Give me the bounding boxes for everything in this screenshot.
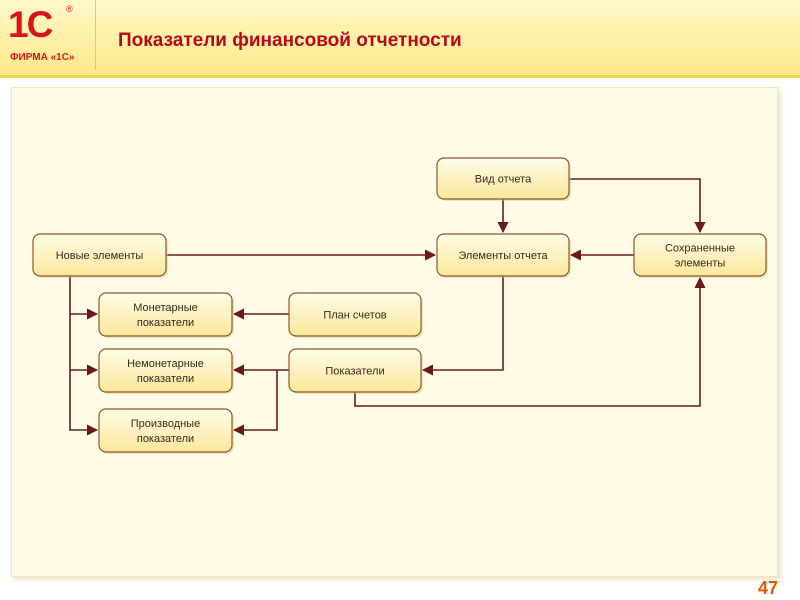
node-plan-schetov: План счетов xyxy=(288,292,423,338)
diagram-edges xyxy=(69,178,706,436)
node-label: Элементы отчета xyxy=(458,250,548,262)
node-label: Показатели xyxy=(325,366,384,378)
edge-vid-to-sohranennye xyxy=(569,178,706,234)
edge-novye-to-proizvodnye xyxy=(69,370,99,436)
edge-pokazateli-to-proizvodnye xyxy=(232,370,278,436)
node-elementy-otcheta: Элементы отчета xyxy=(436,233,571,278)
edge-pokazateli-to-sohranennye xyxy=(354,276,706,407)
node-label: Монетарные xyxy=(133,302,197,314)
node-label: Новые элементы xyxy=(56,250,144,262)
node-label: показатели xyxy=(137,373,194,385)
edge-elementy-to-pokazateli xyxy=(421,276,504,376)
node-label: План счетов xyxy=(323,310,386,322)
node-sohranennye-elementy: Сохраненные элементы xyxy=(633,233,768,278)
node-label: Производные xyxy=(131,418,200,430)
slide-header: 1С ® ФИРМА «1С» Показатели финансовой от… xyxy=(0,0,800,78)
node-label: элементы xyxy=(675,258,726,270)
logo-registered-mark: ® xyxy=(66,4,73,14)
slide-title: Показатели финансовой отчетности xyxy=(118,30,462,51)
node-label: Немонетарные xyxy=(127,358,204,370)
node-monetarnye: Монетарные показатели xyxy=(98,292,234,338)
node-vid-otcheta: Вид отчета xyxy=(436,157,571,201)
node-label: показатели xyxy=(137,433,194,445)
node-novye-elementy: Новые элементы xyxy=(32,233,168,278)
node-proizvodnye: Производные показатели xyxy=(98,408,234,454)
page-number: 47 xyxy=(758,578,779,598)
edge-novye-to-nemonetarnye xyxy=(69,314,99,376)
logo-mark: 1С xyxy=(8,4,53,45)
header-divider xyxy=(95,0,96,70)
node-label: Вид отчета xyxy=(475,174,532,186)
node-nemonetarnye: Немонетарные показатели xyxy=(98,348,234,394)
logo-caption: ФИРМА «1С» xyxy=(10,52,75,63)
firm-1c-logo: 1С ® ФИРМА «1С» xyxy=(6,4,90,68)
node-label: Сохраненные xyxy=(665,243,735,255)
edge-novye-to-monetarnye xyxy=(69,276,99,320)
node-pokazateli: Показатели xyxy=(288,348,423,394)
node-label: показатели xyxy=(137,317,194,329)
